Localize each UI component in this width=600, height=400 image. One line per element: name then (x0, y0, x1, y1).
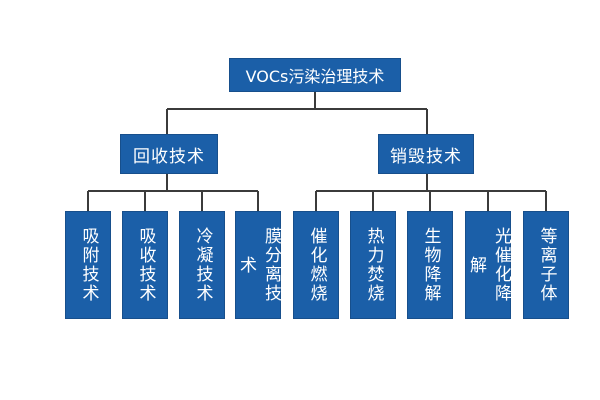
leaf-node-biodegradation: 生物降解 (407, 211, 453, 319)
leaf-node-label: 光催化降解 (466, 227, 511, 303)
root-node: VOCs污染治理技术 (229, 58, 401, 92)
root-node-label: VOCs污染治理技术 (245, 67, 385, 86)
leaf-node-catalytic-combustion: 催化燃烧 (293, 211, 339, 319)
leaf-node-thermal-incineration: 热力焚烧 (350, 211, 396, 319)
leaf-node-label: 热力焚烧 (363, 227, 384, 303)
leaf-node-label: 等离子体 (536, 227, 557, 303)
leaf-node-adsorption: 吸附技术 (65, 211, 111, 319)
branch-node-recovery: 回收技术 (120, 134, 218, 174)
leaf-node-label: 膜分离技术 (236, 227, 281, 303)
leaf-node-plasma: 等离子体 (523, 211, 569, 319)
branch-node-label: 销毁技术 (390, 146, 462, 167)
branch-node-label: 回收技术 (133, 146, 205, 167)
leaf-node-label: 冷凝技术 (192, 227, 213, 303)
leaf-node-label: 吸附技术 (78, 227, 99, 303)
leaf-node-absorption: 吸收技术 (122, 211, 168, 319)
leaf-node-label: 生物降解 (420, 227, 441, 303)
leaf-node-photocatalysis: 光催化降解 (465, 211, 511, 319)
leaf-node-condensation: 冷凝技术 (179, 211, 225, 319)
leaf-node-label: 吸收技术 (135, 227, 156, 303)
leaf-node-label: 催化燃烧 (306, 227, 327, 303)
leaf-node-membrane: 膜分离技术 (235, 211, 281, 319)
branch-node-destruction: 销毁技术 (378, 134, 474, 174)
